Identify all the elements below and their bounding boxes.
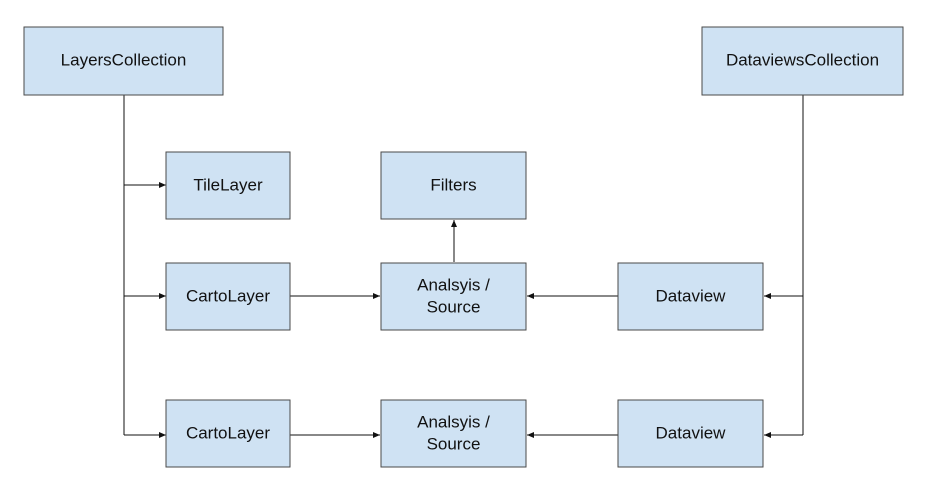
node-box (165, 399, 291, 468)
node-box (23, 26, 224, 96)
node-dataviews-collection: DataviewsCollection (701, 26, 904, 96)
node-box (617, 399, 764, 468)
node-box (165, 151, 291, 220)
node-layers-collection: LayersCollection (23, 26, 224, 96)
node-box (617, 262, 764, 331)
edges (123, 95, 804, 438)
node-box (380, 262, 527, 331)
node-dataview-1: Dataview (617, 262, 764, 331)
node-analysis-source-2: Analsyis / Source (380, 399, 527, 468)
node-box (165, 262, 291, 331)
node-label: Dataview (656, 423, 727, 442)
node-label-line-2: Source (427, 297, 481, 316)
node-box (380, 151, 527, 220)
node-label: LayersCollection (61, 50, 187, 69)
node-label: TileLayer (193, 175, 263, 194)
node-filters: Filters (380, 151, 527, 220)
node-carto-layer-1: CartoLayer (165, 262, 291, 331)
node-label-line-1: Analsyis / (417, 275, 490, 294)
node-analysis-source-1: Analsyis / Source (380, 262, 527, 331)
node-tile-layer: TileLayer (165, 151, 291, 220)
node-label: DataviewsCollection (726, 50, 879, 69)
node-carto-layer-2: CartoLayer (165, 399, 291, 468)
node-label: Dataview (656, 286, 727, 305)
node-label: CartoLayer (186, 423, 270, 442)
node-box (701, 26, 904, 96)
node-dataview-2: Dataview (617, 399, 764, 468)
node-label-line-1: Analsyis / (417, 412, 490, 431)
node-box (380, 399, 527, 468)
node-label-line-2: Source (427, 434, 481, 453)
node-label: CartoLayer (186, 286, 270, 305)
node-label: Filters (430, 175, 476, 194)
